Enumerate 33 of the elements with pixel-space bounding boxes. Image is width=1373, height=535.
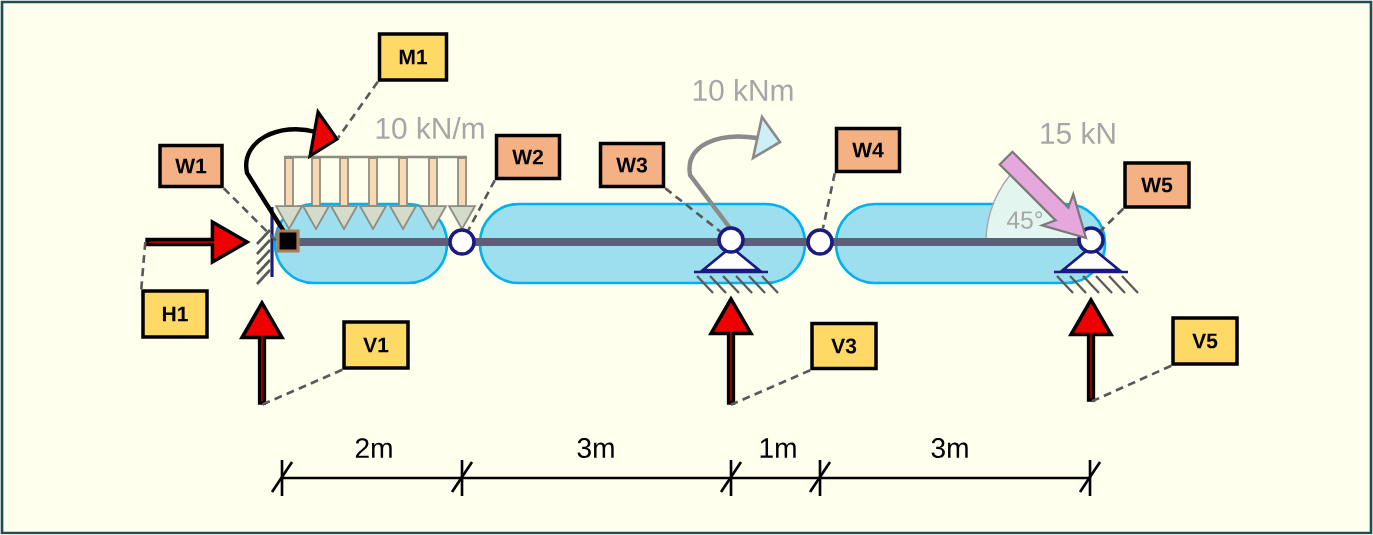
- dimension-label: 1m: [760, 438, 796, 458]
- leader-line: [730, 369, 811, 406]
- leader-line: [1099, 207, 1125, 232]
- leader-line: [821, 173, 837, 229]
- moment-label: 10 kNm: [693, 79, 793, 101]
- dimension-label: 3m: [931, 438, 968, 458]
- clamp-square: [276, 229, 300, 253]
- leader-line: [222, 187, 278, 242]
- label-box: V1: [342, 320, 410, 370]
- leader-line: [664, 187, 721, 233]
- label-box: V5: [1171, 316, 1239, 366]
- leader-line: [336, 81, 379, 139]
- label-box: M1: [377, 32, 449, 82]
- hinge-circle: [806, 228, 834, 256]
- force-label: 15 kN: [1041, 122, 1115, 144]
- load-label: 10 kN/m: [376, 117, 484, 139]
- label-box: V3: [810, 321, 878, 371]
- leader-line: [467, 179, 496, 231]
- label-box: W3: [598, 141, 666, 189]
- hinge-circle: [448, 228, 476, 256]
- angle-label: 45°: [1006, 211, 1043, 229]
- label-box: W2: [494, 133, 562, 181]
- leader-line: [139, 241, 147, 290]
- support-circle: [717, 226, 745, 254]
- label-box: W4: [834, 126, 902, 174]
- label-box: W1: [158, 143, 224, 189]
- leader-line: [261, 368, 343, 406]
- dimension-label: 3m: [577, 438, 614, 458]
- label-box: W5: [1123, 161, 1191, 209]
- support-circle: [1077, 226, 1105, 254]
- dimension-label: 2m: [355, 438, 392, 458]
- label-box: H1: [141, 289, 209, 339]
- leader-line: [1090, 364, 1172, 403]
